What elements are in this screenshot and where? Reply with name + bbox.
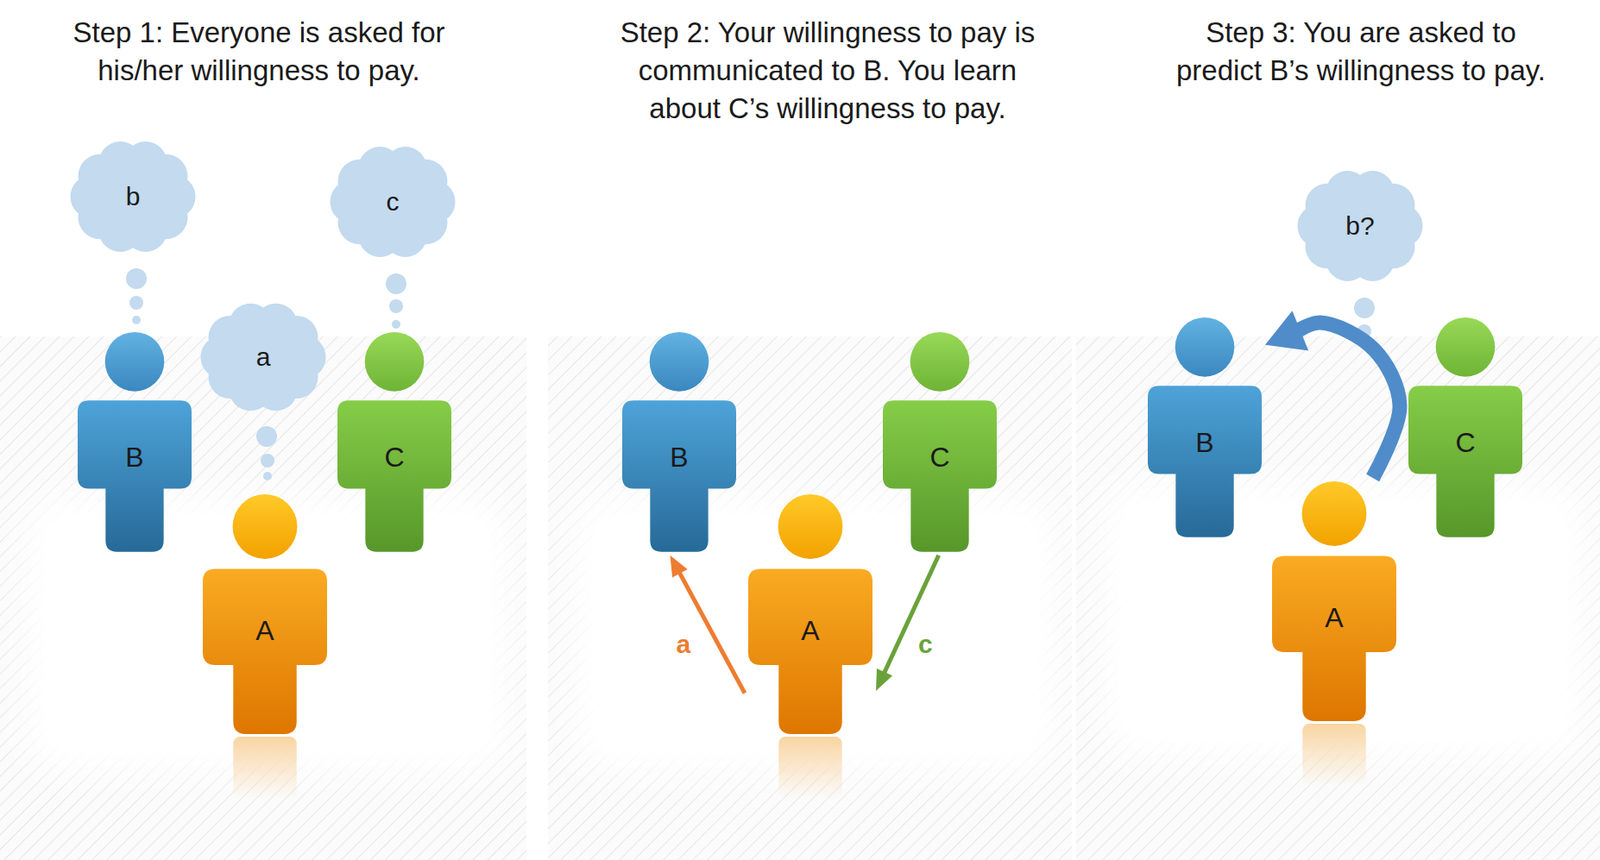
person-shape: [1272, 481, 1397, 722]
person-figure: B: [1147, 317, 1262, 538]
person-body: [337, 400, 452, 553]
connector-arrow: [669, 555, 745, 694]
thought-cloud: c: [328, 143, 457, 261]
connector-arrow: [1265, 310, 1400, 479]
person-body: [202, 568, 328, 735]
arrow-label: a: [675, 629, 691, 660]
person-body: [882, 400, 997, 553]
thought-dot: [385, 273, 407, 295]
person-head: [1302, 481, 1367, 547]
person-head: [1436, 317, 1496, 378]
thought-cloud: b?: [1296, 167, 1424, 285]
person-figure: A: [748, 494, 873, 735]
person-body: [1408, 385, 1523, 538]
thought-dot: [256, 426, 278, 448]
thought-cloud: a: [199, 301, 328, 414]
person-figure: C: [337, 332, 452, 553]
step-caption: Step 3: You are asked to predict B’s wil…: [1166, 13, 1556, 90]
person-head: [1175, 317, 1235, 378]
person-head: [233, 494, 298, 560]
cloud-bump: [144, 154, 188, 198]
person-head: [105, 332, 165, 392]
thought-dot: [132, 315, 141, 325]
arrow-head: [875, 668, 893, 692]
thought-text: b?: [1345, 211, 1374, 241]
person-head: [778, 494, 844, 560]
person-head: [649, 332, 710, 392]
person-letter: B: [1195, 427, 1214, 459]
connector-line: [1293, 322, 1400, 479]
person-body: [77, 400, 192, 553]
thought-dot: [1354, 297, 1375, 319]
hatched-panel: [1076, 336, 1600, 860]
person-letter: A: [1324, 602, 1343, 634]
person-letter: A: [255, 615, 274, 647]
person-body: [748, 568, 873, 735]
figure-reflection: [778, 737, 842, 800]
cloud-bump: [403, 159, 448, 203]
thought-text: c: [386, 187, 400, 217]
person-shape: [202, 494, 328, 735]
person-figure: A: [202, 494, 328, 735]
step-caption: Step 2: Your willingness to pay is commu…: [610, 13, 1046, 128]
person-figure: A: [1272, 481, 1397, 722]
thought-dot: [129, 296, 144, 310]
person-body: [1272, 555, 1397, 722]
cloud-bump: [274, 315, 318, 360]
thought-cloud: b: [69, 138, 197, 256]
step-caption: Step 1: Everyone is asked for his/her wi…: [47, 13, 471, 90]
arrow-head: [1265, 310, 1309, 351]
figure-reflection: [233, 737, 297, 800]
person-letter: C: [929, 441, 950, 473]
person-body: [1147, 385, 1262, 538]
hatched-panel: [0, 336, 527, 860]
person-letter: C: [384, 441, 404, 473]
thought-text: b: [125, 182, 141, 212]
arrow-label: c: [918, 629, 933, 660]
thought-dot: [263, 472, 272, 481]
arrow-head: [669, 555, 687, 579]
person-figure: C: [882, 332, 997, 553]
connector-arrow: [875, 555, 939, 692]
person-figure: B: [622, 332, 737, 553]
thought-dot: [125, 268, 147, 290]
person-shape: [748, 494, 873, 735]
thought-text: a: [256, 342, 271, 372]
person-letter: A: [800, 615, 819, 647]
figure-reflection: [1302, 724, 1366, 787]
person-letter: B: [125, 441, 144, 473]
cloud-bump: [1371, 183, 1415, 227]
person-head: [365, 332, 425, 392]
person-letter: C: [1455, 427, 1475, 459]
person-figure: B: [77, 332, 192, 553]
thought-dot: [391, 320, 401, 329]
person-figure: C: [1408, 317, 1523, 538]
person-head: [910, 332, 971, 392]
thought-dot: [389, 299, 404, 314]
thought-dot: [260, 453, 275, 468]
person-letter: B: [669, 441, 688, 473]
connector-line: [882, 555, 939, 677]
person-body: [622, 400, 737, 553]
hatched-panel: [548, 336, 1072, 860]
